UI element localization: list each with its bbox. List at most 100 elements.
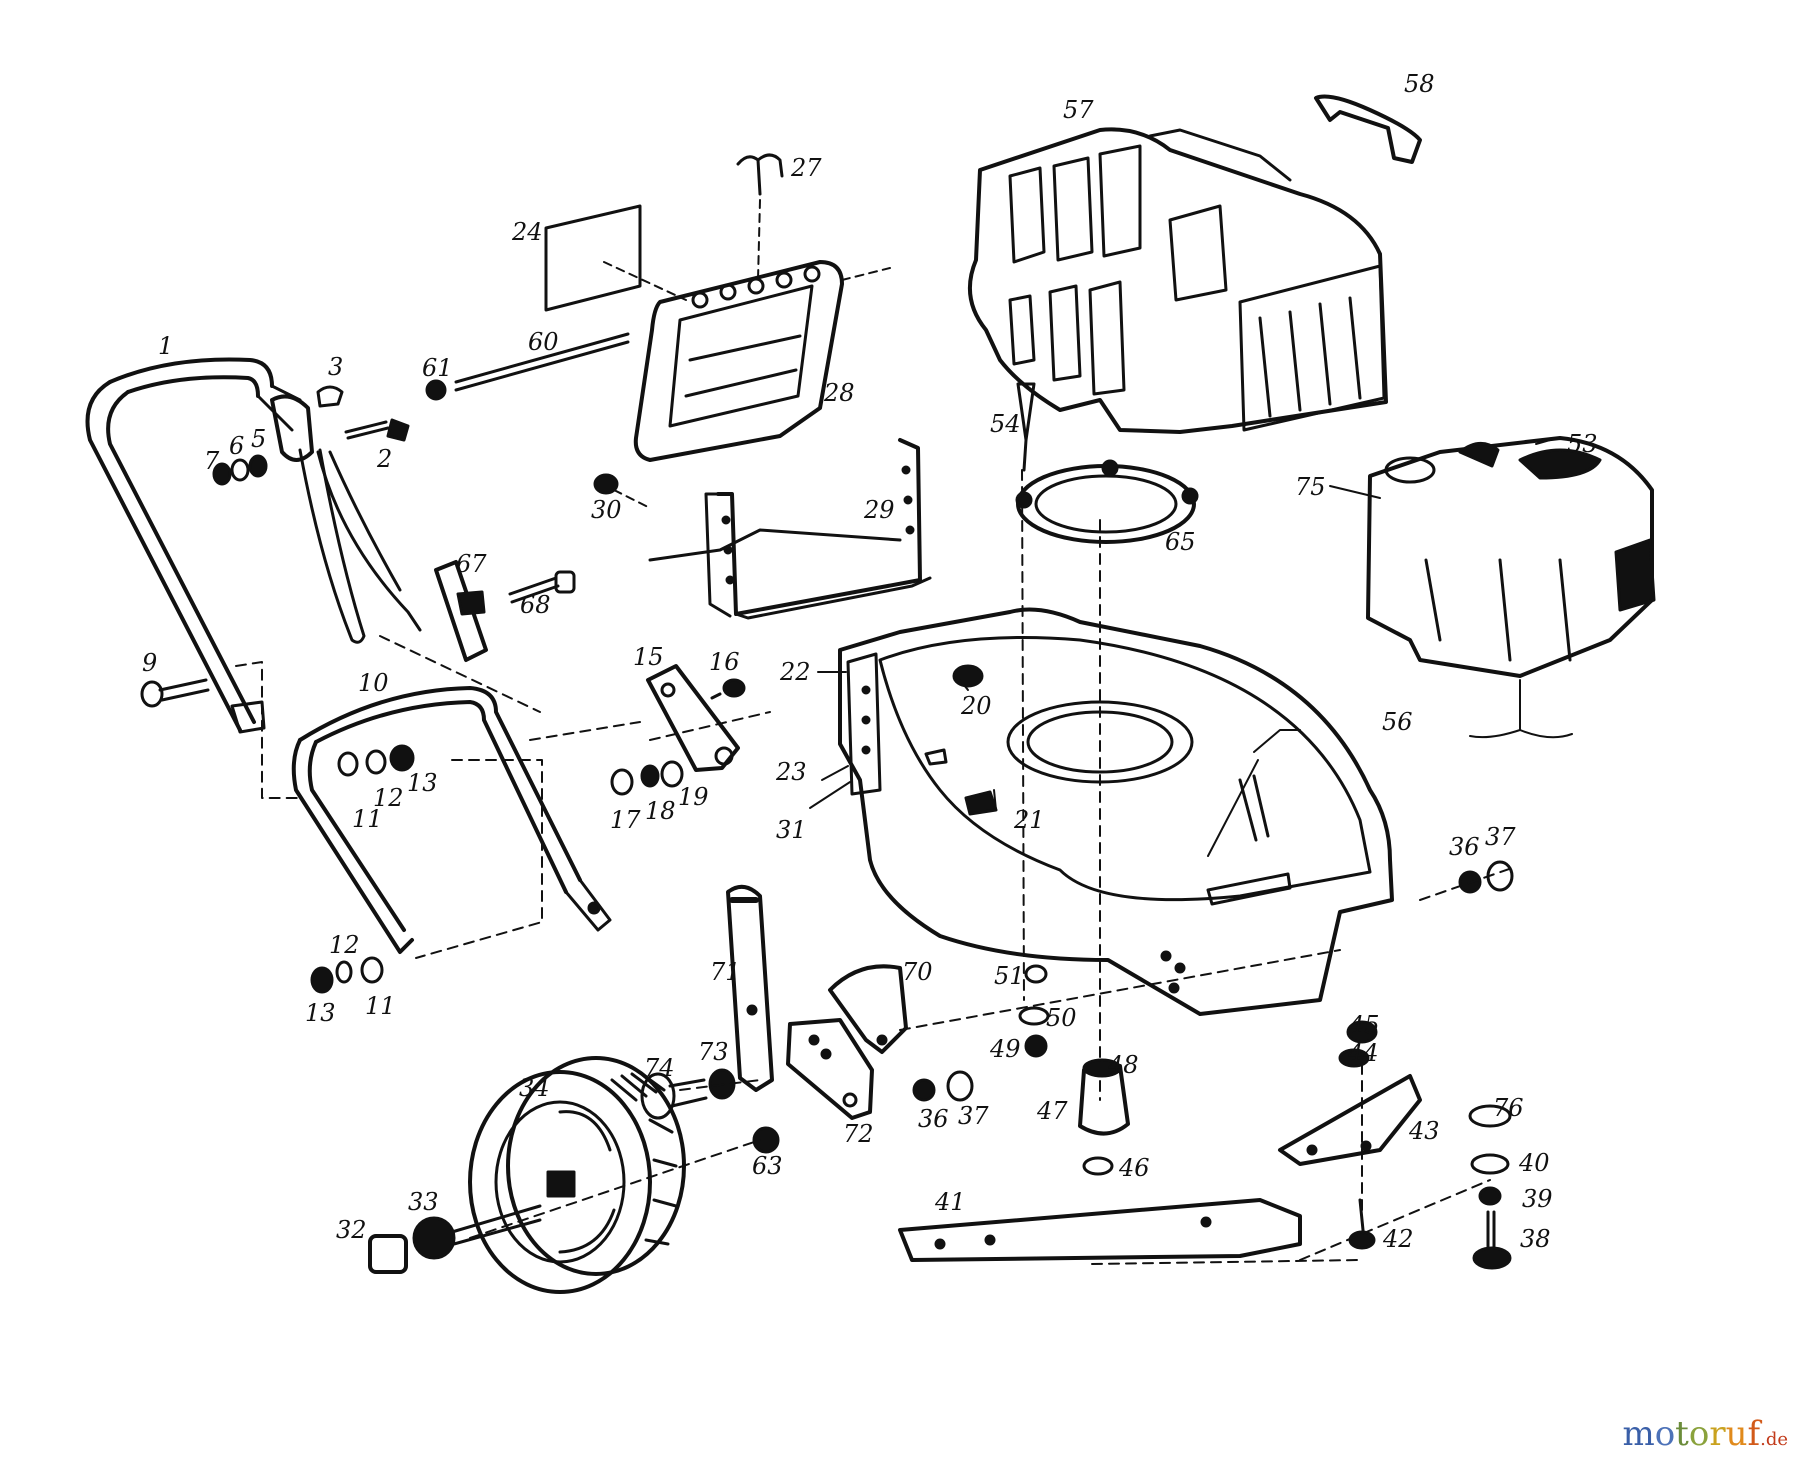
axis-line-center [1021, 469, 1025, 1001]
part-label: 16 [709, 648, 740, 676]
catcher-frame-28 [633, 260, 891, 462]
part-label: 29 [864, 496, 895, 524]
part-label: 11 [352, 805, 383, 833]
part-label: 28 [824, 379, 855, 407]
watermark-logo: motoruf.de [1622, 1414, 1788, 1454]
part-label: 73 [698, 1038, 729, 1066]
part-label: 10 [358, 669, 389, 697]
part-label: 68 [520, 591, 551, 619]
rod-60 [454, 332, 630, 392]
part-label: 54 [990, 410, 1021, 438]
part-label: 40 [1519, 1149, 1550, 1177]
washer-46 [1082, 1156, 1114, 1176]
part-label: 17 [610, 806, 641, 834]
part-label: 41 [935, 1188, 966, 1216]
part-label: 7 [204, 447, 220, 475]
part-label: 65 [1165, 528, 1196, 556]
part-label: 19 [678, 783, 709, 811]
part-label: 56 [1382, 708, 1413, 736]
part-label: 24 [512, 218, 543, 246]
part-label: 60 [528, 328, 559, 356]
part-label: 50 [1046, 1004, 1077, 1032]
label-plate-24 [544, 204, 687, 312]
part-label: 48 [1108, 1051, 1139, 1079]
cover-70 [828, 964, 908, 1054]
part-label: 47 [1037, 1097, 1068, 1125]
handle-assembly-lines [235, 635, 771, 959]
part-label: 76 [1493, 1094, 1524, 1122]
assembly-lines-lower [469, 867, 1513, 1265]
part-label: 63 [752, 1152, 783, 1180]
part-label: 13 [305, 999, 336, 1027]
grass-catcher-57 [968, 127, 1388, 434]
part-label: 37 [1485, 823, 1516, 851]
part-label: 58 [1404, 70, 1435, 98]
control-lever [270, 385, 422, 644]
washers-36-37-front [912, 1070, 974, 1102]
part-label: 27 [791, 154, 822, 182]
part-label: 2 [377, 445, 393, 473]
axle-33 [412, 1204, 542, 1260]
part-label: 5 [251, 425, 267, 453]
part-label: 57 [1063, 96, 1094, 124]
part-label: 23 [776, 758, 807, 786]
catcher-handle-58 [1314, 94, 1422, 164]
nut-44-45 [1338, 1020, 1378, 1068]
part-label: 31 [776, 816, 807, 844]
part-label: 21 [1014, 806, 1045, 834]
part-label: 45 [1349, 1011, 1380, 1039]
clip-27 [736, 153, 784, 281]
part-label: 11 [365, 992, 396, 1020]
upper-handle [85, 357, 302, 734]
part-label: 38 [1520, 1225, 1551, 1253]
part-label: 13 [407, 769, 438, 797]
part-label: 9 [142, 649, 158, 677]
plate-72 [786, 1018, 874, 1120]
part-label: 22 [780, 658, 811, 686]
parts-49-50-51 [1018, 964, 1050, 1058]
part-label: 70 [902, 958, 933, 986]
part-label: 1 [158, 332, 174, 360]
wheel-34 [468, 1056, 686, 1294]
part-label: 39 [1522, 1185, 1553, 1213]
part-label: 46 [1119, 1154, 1150, 1182]
hub-47-48 [1078, 1058, 1130, 1136]
part-label: 36 [1449, 833, 1480, 861]
nut-63 [752, 1126, 780, 1154]
ring-65 [1015, 459, 1199, 544]
leader-lines [809, 439, 1551, 857]
wheel-arm-71 [726, 884, 774, 1092]
part-label: 42 [1383, 1225, 1414, 1253]
part-label: 6 [229, 432, 245, 460]
part-label: 44 [1348, 1039, 1379, 1067]
bag-frame-29 [648, 438, 932, 620]
bolt-9 [140, 678, 210, 708]
part-label: 12 [373, 784, 404, 812]
part-label: 72 [843, 1120, 874, 1148]
bolt-2 [344, 418, 410, 442]
part-label: 51 [994, 962, 1025, 990]
part-label: 12 [329, 931, 360, 959]
washers-11-12-13 [310, 744, 415, 994]
bolt-stack-38-39-40-76 [1468, 1104, 1512, 1270]
part-label: 18 [645, 797, 676, 825]
blade-41 [898, 1198, 1302, 1262]
part-label: 20 [961, 692, 992, 720]
part-label: 32 [336, 1216, 367, 1244]
screw-16 [710, 678, 746, 700]
part-label: 34 [519, 1074, 550, 1102]
cap-32 [368, 1234, 408, 1274]
mower-deck [838, 607, 1394, 1016]
part-label: 75 [1295, 473, 1326, 501]
part-label: 30 [591, 496, 622, 524]
leader-75 [1329, 485, 1381, 499]
part-label: 49 [990, 1035, 1021, 1063]
part-label: 43 [1409, 1117, 1440, 1145]
screw-30 [593, 473, 651, 509]
part-label: 15 [633, 643, 664, 671]
part-label: 33 [408, 1188, 439, 1216]
lower-handle [291, 686, 612, 954]
adjuster-67 [434, 560, 488, 662]
